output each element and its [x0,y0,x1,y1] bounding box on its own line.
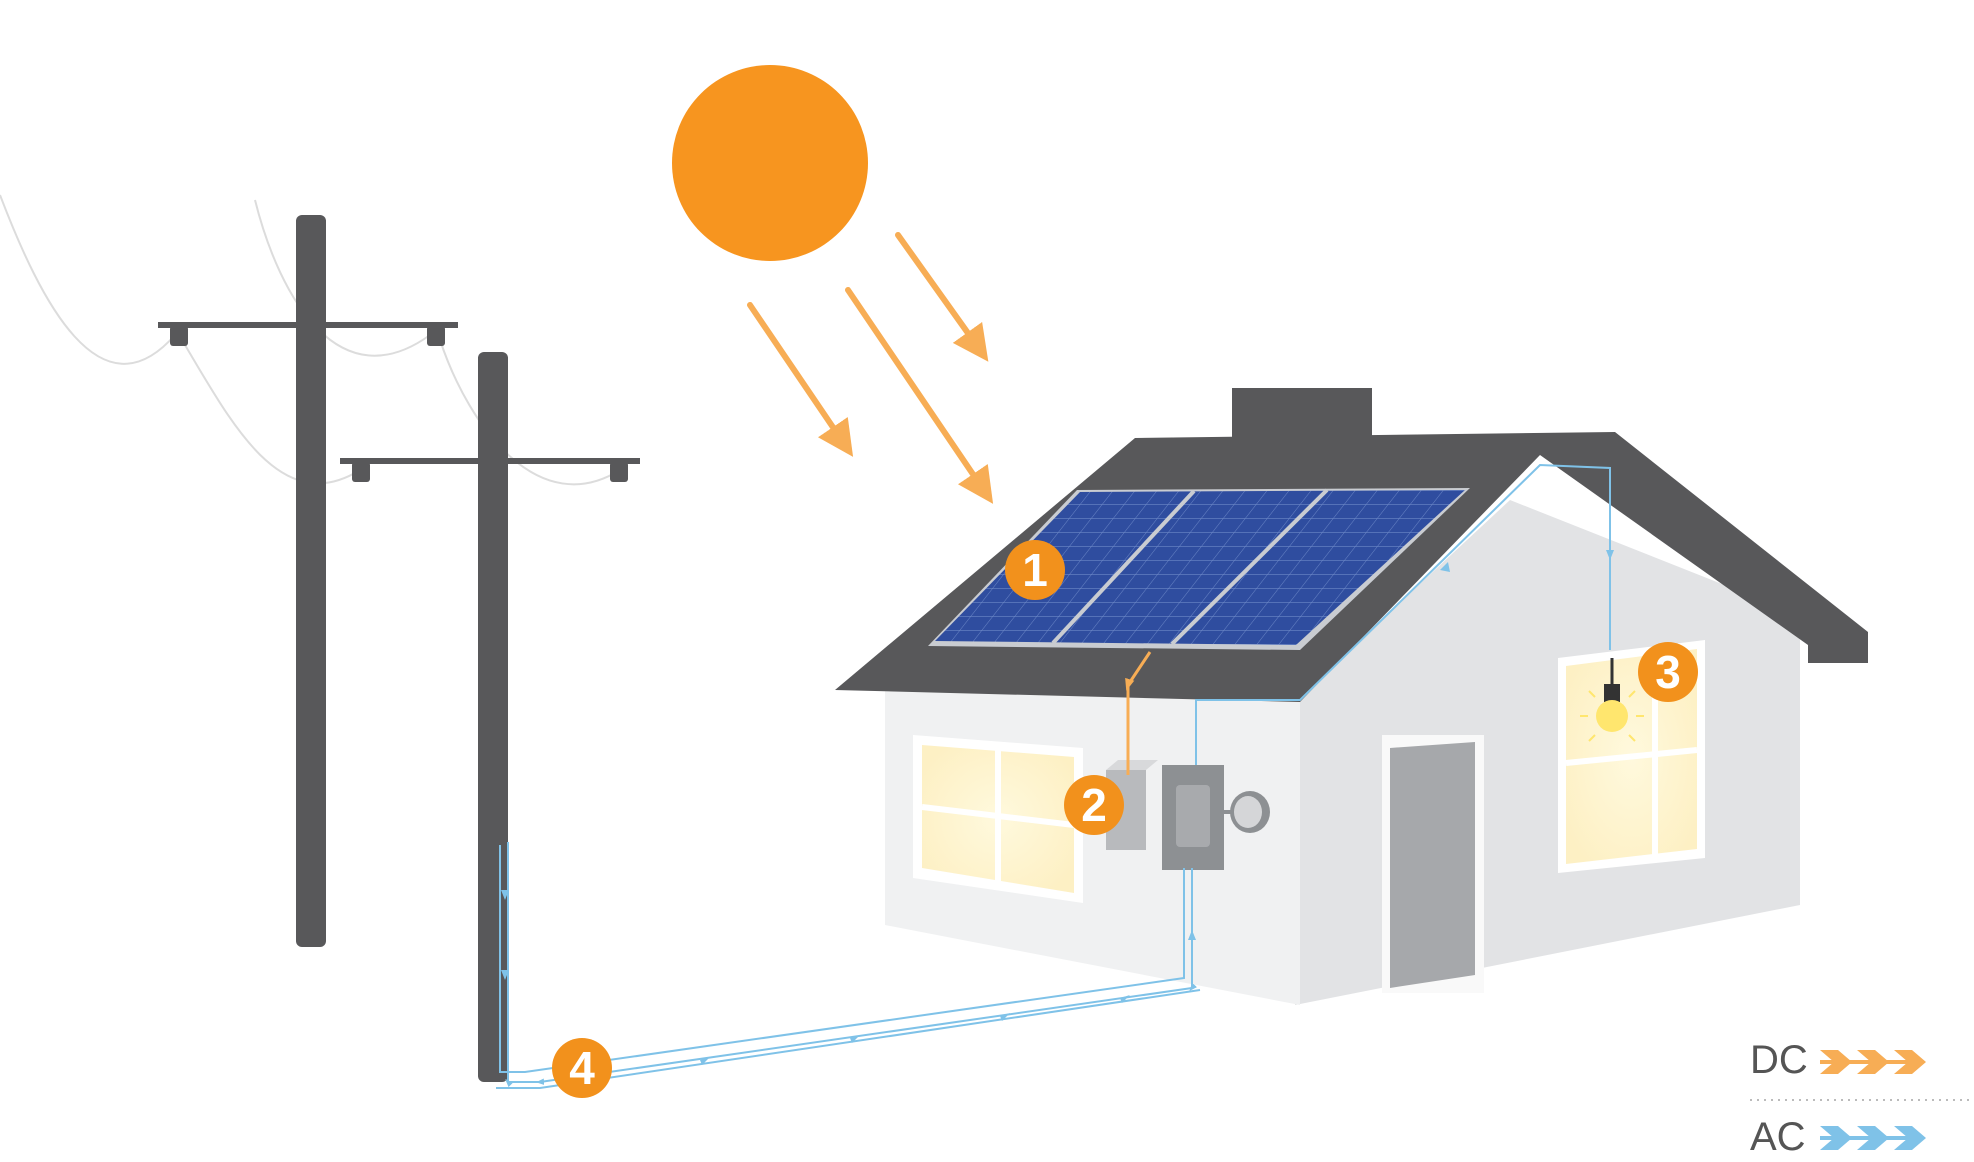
window-left [913,735,1083,903]
ac-arrows-icon [1820,1126,1926,1150]
sun-icon [672,65,868,261]
marker-3: 3 [1638,642,1698,702]
dc-arrows-icon [1820,1050,1926,1074]
legend: DC AC [1750,1038,1970,1159]
marker-3-label: 3 [1655,646,1681,698]
inverter [1106,760,1158,850]
marker-2-label: 2 [1081,779,1107,831]
legend-ac-label: AC [1750,1115,1806,1159]
marker-1-label: 1 [1022,544,1048,596]
meter-icon [1224,791,1270,833]
utility-pole-back [158,215,458,947]
sun-rays [747,232,994,504]
light-bulb-icon [1580,658,1644,742]
marker-1: 1 [1005,540,1065,600]
solar-panels [928,488,1470,650]
dc-wire [1125,651,1152,775]
ac-wires [496,463,1611,1089]
marker-4: 4 [552,1038,612,1098]
service-panel [1162,765,1224,870]
ac-flow-arrows [501,550,1614,1065]
marker-4-label: 4 [569,1042,595,1094]
house [835,388,1868,1005]
marker-2: 2 [1064,775,1124,835]
power-wires [0,194,621,486]
chimney [1232,388,1372,440]
utility-pole-front [340,352,640,1082]
legend-dc-label: DC [1750,1038,1808,1082]
